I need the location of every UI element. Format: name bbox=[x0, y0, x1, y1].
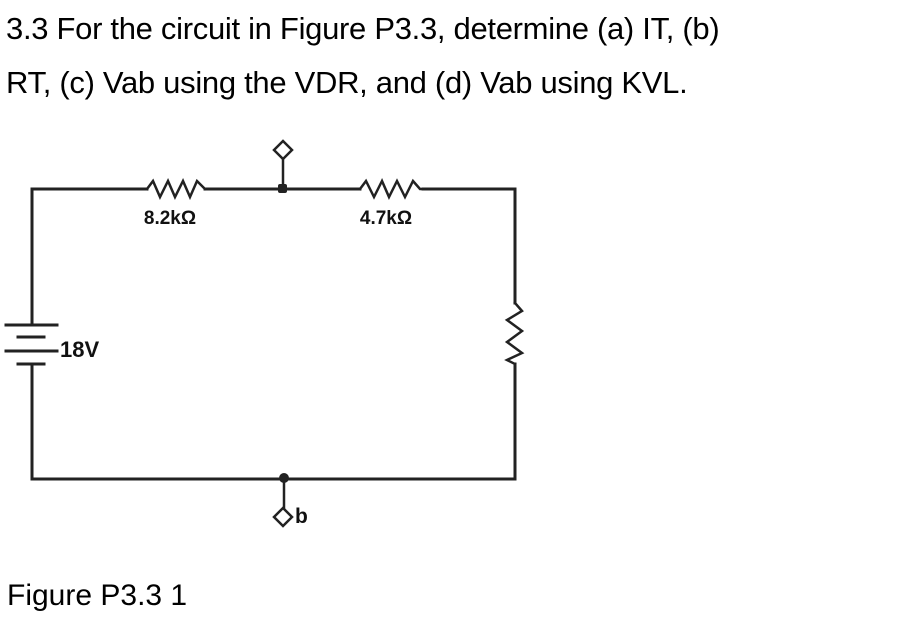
wire-right-bottom bbox=[30, 362, 517, 481]
problem-line-2: RT, (c) Vab using the VDR, and (d) Vab u… bbox=[6, 65, 688, 100]
junction-dot-top bbox=[278, 184, 287, 193]
resistor-r1-label: 8.2kΩ bbox=[144, 208, 196, 229]
wire-top-right bbox=[421, 187, 517, 305]
resistor-r1-icon bbox=[145, 178, 207, 201]
terminal-a-icon bbox=[272, 139, 294, 161]
resistor-r3-icon bbox=[504, 301, 525, 366]
resistor-r2-icon bbox=[358, 178, 425, 200]
figure-caption: Figure P3.3 1 bbox=[7, 579, 188, 612]
terminal-b-icon bbox=[272, 506, 294, 528]
terminal-b-label: b bbox=[295, 505, 308, 528]
problem-line-1: 3.3 For the circuit in Figure P3.3, dete… bbox=[6, 11, 720, 46]
junction-dot-bottom bbox=[279, 473, 289, 483]
source-voltage-label: 18V bbox=[60, 337, 99, 362]
problem-statement: 3.3 For the circuit in Figure P3.3, dete… bbox=[6, 2, 910, 110]
resistor-r2-label: 4.7kΩ bbox=[360, 208, 412, 229]
